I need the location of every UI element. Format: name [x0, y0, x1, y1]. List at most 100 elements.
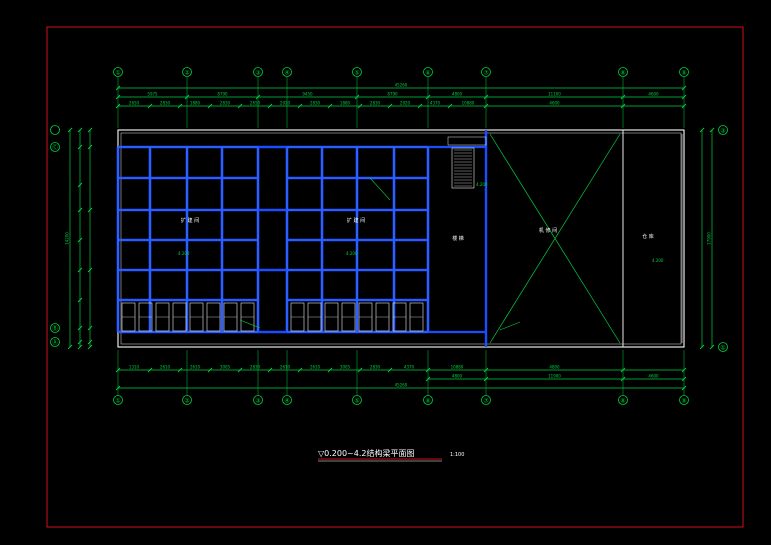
axis-label: ③ — [720, 128, 725, 135]
axis-label: ⑦ — [483, 70, 489, 77]
axis-bubble — [282, 395, 292, 405]
axis-label: Ⓑ — [52, 325, 58, 333]
dim-bottom-sub-tick — [327, 367, 333, 373]
dim-bottom-sub-text: 10880 — [451, 365, 464, 370]
dim-top-segments-text: 8790 — [387, 92, 398, 97]
dim-right-sub-tick — [699, 344, 705, 350]
axis-label: ① — [115, 70, 120, 77]
dim-bottom-sub-tick — [425, 367, 431, 373]
dim-left-sub-tick — [77, 297, 83, 303]
dim-top-segments-tick — [681, 94, 687, 100]
dim-top-sub-tick — [177, 103, 183, 109]
axis-bubble — [718, 125, 728, 135]
axis-label: ① — [720, 345, 725, 352]
dim-top-sub-tick — [267, 103, 273, 109]
dim-top-segments-text: 8790 — [217, 92, 228, 97]
dim-top-sub-tick — [447, 103, 453, 109]
dim-bottom-sub-text: 2610 — [310, 365, 321, 370]
dim-left-total-tick — [67, 127, 73, 133]
dim-top-sub-tick — [417, 103, 423, 109]
dim-right-total-text: 17900 — [707, 232, 712, 245]
dim-left-sub-tick — [77, 127, 83, 133]
dim-bottom-segments-text: 4800 — [452, 374, 463, 379]
dim-right-total-tick — [709, 344, 715, 350]
dim-bottom-sub-tick — [387, 367, 393, 373]
dim-bottom-sub-tick — [620, 367, 626, 373]
dim-top-sub-text: 2830 — [220, 101, 231, 106]
dim-top-sub-tick — [207, 103, 213, 109]
elevation-tag: 4.200 — [346, 251, 358, 256]
dim-left-sub-tick — [77, 207, 83, 213]
dim-bottom-sub-text: 1310 — [129, 365, 140, 370]
axis-bubble — [481, 67, 491, 77]
leader-line — [499, 321, 521, 331]
room-label: 楼 梯 — [452, 235, 464, 242]
dim-top-segments-tick — [620, 94, 626, 100]
dim-top-sub-text: 2650 — [250, 101, 261, 106]
axis-bubble — [50, 142, 60, 152]
dim-bottom-sub-tick — [357, 367, 363, 373]
drawing-title-block: ▽0.200~4.2结构梁平面图 1:100 — [318, 448, 464, 462]
dim-overall-top-text: 45260 — [395, 83, 408, 88]
dim-bottom-sub-tick — [483, 367, 489, 373]
dim-bottom-sub-text: 2830 — [370, 365, 381, 370]
dim-top-sub-text: 2920 — [280, 101, 291, 106]
dim-top-sub-tick — [237, 103, 243, 109]
dim-left-total-tick — [67, 344, 73, 350]
dim-top-sub-tick — [357, 103, 363, 109]
dim-bottom-sub-text: 4800 — [549, 365, 560, 370]
axis-bubble — [352, 67, 362, 77]
dim-bottom-segments-text: 11900 — [548, 374, 561, 379]
axis-bubble — [50, 337, 60, 347]
axis-bubble — [423, 395, 433, 405]
dim-top-sub-tick — [327, 103, 333, 109]
axis-label: ② — [184, 398, 190, 405]
room-label: 仓 库 — [642, 233, 654, 240]
axis-label: ⑧ — [620, 70, 625, 77]
axis-label: Ⓐ — [52, 339, 58, 347]
dim-bottom-sub-tick — [297, 367, 303, 373]
dim-top-sub-tick — [620, 103, 626, 109]
dim-top-sub-tick — [297, 103, 303, 109]
stair-outline — [451, 147, 475, 189]
axis-label: Ⓒ — [52, 144, 58, 152]
dim-top-segments-text: 11100 — [548, 92, 561, 97]
dim-bottom-sub-tick — [237, 367, 243, 373]
dim-top-sub-tick — [147, 103, 153, 109]
axis-bubble — [113, 67, 123, 77]
axis-bubble — [423, 67, 433, 77]
dim-top-segments-tick — [115, 94, 121, 100]
axis-bubble — [618, 67, 628, 77]
dim-top-sub-text: 2830 — [370, 101, 381, 106]
dim-bottom-segments-text: 4600 — [648, 374, 659, 379]
building-outline-inner — [120, 132, 682, 345]
dim-overall-bottom-tick — [115, 385, 121, 391]
axis-bubble — [113, 395, 123, 405]
drawing-title: ▽0.200~4.2结构梁平面图 — [318, 448, 414, 458]
dim-top-sub-text: 2920 — [400, 101, 411, 106]
dim-bottom-sub-text: 3005 — [340, 365, 351, 370]
axis-bubble — [50, 323, 60, 333]
dim-left-sub-tick — [77, 267, 83, 273]
leader-line — [369, 177, 391, 201]
dim-top-segments-text: 4800 — [452, 92, 463, 97]
dim-left-sub2-tick — [87, 144, 93, 150]
axis-label: ⑦ — [483, 398, 489, 405]
dim-bottom-sub-text: 2610 — [160, 365, 171, 370]
dim-bottom-sub-tick — [267, 367, 273, 373]
axis-label: ⑥ — [425, 398, 430, 405]
dim-bottom-segments-tick — [425, 376, 431, 382]
dim-bottom-sub-tick — [177, 367, 183, 373]
dim-bottom-segments-tick — [681, 376, 687, 382]
dim-top-sub-text: 2830 — [310, 101, 321, 106]
dim-bottom-sub-tick — [147, 367, 153, 373]
dim-left-sub-tick — [77, 339, 83, 345]
axis-bubble — [679, 67, 689, 77]
dim-left-sub2-tick — [87, 344, 93, 350]
dim-left-sub2-tick — [87, 127, 93, 133]
axis-label: ② — [184, 70, 190, 77]
dim-top-sub-text: 10880 — [462, 101, 475, 106]
